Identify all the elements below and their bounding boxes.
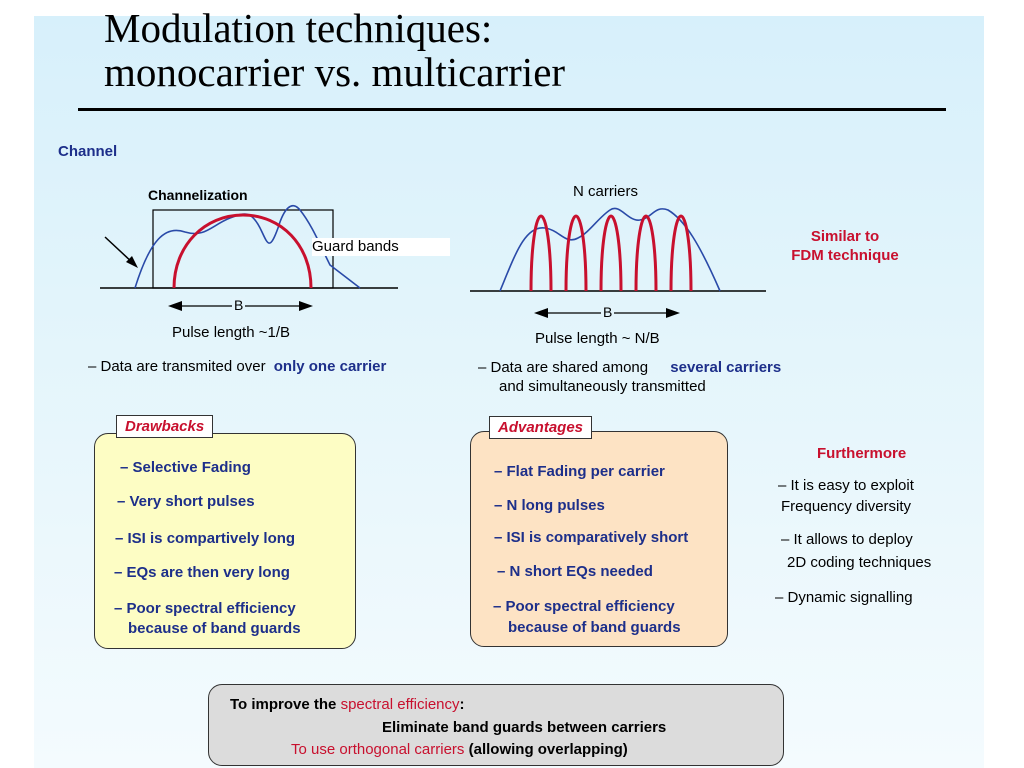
advantage-item: because of band guards xyxy=(508,619,681,636)
similar-line-2: FDM technique xyxy=(791,247,899,264)
advantage-item: – Flat Fading per carrier xyxy=(494,463,665,480)
multi-description: – Data are shared among several carriers… xyxy=(478,359,781,395)
drawback-item: because of band guards xyxy=(128,620,301,637)
drawback-item: – EQs are then very long xyxy=(114,564,290,581)
subcarrier-3 xyxy=(599,214,623,292)
furthermore-label: Furthermore xyxy=(817,445,907,462)
drawback-item: – Very short pulses xyxy=(117,493,255,510)
channel-label: Channel xyxy=(58,143,118,160)
title-line-1: Modulation techniques: xyxy=(104,5,493,51)
mono-description: – Data are transmited over only one carr… xyxy=(88,358,386,375)
advantages-label: Advantages xyxy=(489,416,593,439)
multi-bandwidth-arrow-left xyxy=(534,308,548,318)
multi-desc-highlight: several carriers xyxy=(670,359,782,376)
slide-title: Modulation techniques: monocarrier vs. m… xyxy=(104,6,565,94)
furthermore-item: Frequency diversity xyxy=(781,498,912,515)
subcarrier-5 xyxy=(669,214,693,292)
mono-pulse-length: Pulse length ~1/B xyxy=(172,324,291,341)
mono-b-label: B xyxy=(232,297,246,313)
multi-desc-prefix: – Data are shared among xyxy=(478,359,649,376)
multi-desc-line-2: and simultaneously transmitted xyxy=(499,378,706,395)
conclusion-l3-suffix: (allowing overlapping) xyxy=(468,741,628,758)
n-carriers-label: N carriers xyxy=(573,183,639,200)
channelization-label: Channelization xyxy=(148,187,248,203)
mono-desc-prefix: – Data are transmited over xyxy=(88,358,266,375)
drawbacks-box xyxy=(94,433,356,649)
furthermore-item: – It is easy to exploit xyxy=(778,477,914,494)
conclusion-line-3: To use orthogonal carriers (allowing ove… xyxy=(291,741,628,758)
similar-fdm-note: Similar to FDM technique xyxy=(790,228,900,264)
conclusion-l1-prefix: To improve the xyxy=(230,696,337,713)
subcarrier-4 xyxy=(634,214,658,292)
mono-bandwidth-arrow-right xyxy=(299,301,313,311)
mono-desc-highlight: only one carrier xyxy=(273,358,387,375)
drawbacks-label: Drawbacks xyxy=(116,415,214,438)
conclusion-line-2: Eliminate band guards between carriers xyxy=(382,719,667,736)
conclusion-box xyxy=(208,684,784,766)
title-underline xyxy=(78,108,946,111)
furthermore-item: 2D coding techniques xyxy=(787,554,932,571)
multi-pulse-length: Pulse length ~ N/B xyxy=(535,330,660,347)
subcarrier-2 xyxy=(564,214,588,292)
furthermore-item: – Dynamic signalling xyxy=(775,589,913,606)
advantage-item: – Poor spectral efficiency xyxy=(493,598,675,615)
advantage-item: – ISI is comparatively short xyxy=(494,529,689,546)
advantages-box xyxy=(470,431,728,647)
subcarrier-1 xyxy=(529,214,553,292)
multi-b-label: B xyxy=(601,304,615,320)
drawback-item: – Selective Fading xyxy=(120,459,251,476)
multi-bandwidth-arrow-right xyxy=(666,308,680,318)
furthermore-item: – It allows to deploy xyxy=(781,531,913,548)
mono-bandwidth-arrow-left xyxy=(168,301,182,311)
conclusion-l1-highlight: spectral efficiency xyxy=(340,696,460,713)
conclusion-line-1: To improve the spectral efficiency: xyxy=(230,696,465,713)
mono-channel-curve xyxy=(134,204,361,289)
mono-channel-box xyxy=(152,209,334,289)
multi-channel-curve xyxy=(499,207,721,292)
advantage-item: – N long pulses xyxy=(494,497,605,514)
guard-bands-label: Guard bands xyxy=(312,238,450,256)
similar-line-1: Similar to xyxy=(810,228,880,245)
conclusion-l1-suffix: : xyxy=(459,696,465,713)
drawback-item: – Poor spectral efficiency xyxy=(114,600,296,617)
guard-arrow-head xyxy=(126,256,138,268)
title-line-2: monocarrier vs. multicarrier xyxy=(104,49,566,95)
mono-carrier-spectrum xyxy=(172,213,313,289)
drawback-item: – ISI is compartively long xyxy=(115,530,296,547)
conclusion-l3-highlight: To use orthogonal carriers xyxy=(291,741,465,758)
advantage-item: – N short EQs needed xyxy=(497,563,653,580)
multi-subcarriers xyxy=(529,214,693,292)
